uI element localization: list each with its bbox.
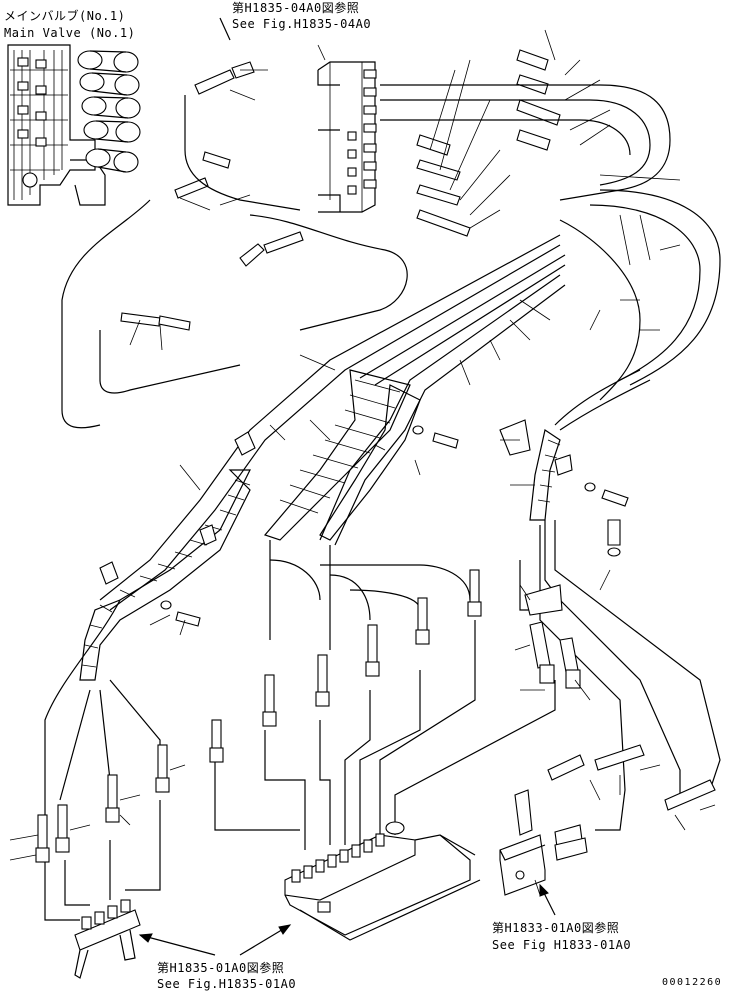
bottom-right-figure-ref-jp[interactable]: 第H1833-01A0図参照 bbox=[492, 921, 620, 935]
main-valve-label-jp: メインバルブ(No.1) bbox=[4, 9, 126, 23]
main-valve-block bbox=[7, 44, 141, 206]
top-figure-ref-jp[interactable]: 第H1835-04A0図参照 bbox=[232, 1, 360, 15]
top-right-fittings bbox=[416, 49, 561, 237]
top-manifold-bracket bbox=[317, 61, 377, 213]
bottom-bracket-assembly bbox=[284, 821, 481, 941]
upper-fittings bbox=[120, 61, 304, 331]
bracket-fittings-row bbox=[291, 833, 385, 883]
bottom-right-figure-ref-en[interactable]: See Fig H1833-01A0 bbox=[492, 938, 632, 952]
hose-end-fittings bbox=[35, 569, 716, 863]
drawing-number: 00012260 bbox=[662, 977, 723, 988]
solenoid-spools bbox=[77, 50, 141, 173]
clamps-and-bolts bbox=[99, 419, 629, 627]
reference-arrows bbox=[138, 17, 556, 956]
bottom-left-figure-ref-en[interactable]: See Fig.H1835-01A0 bbox=[157, 977, 297, 991]
main-valve-label-en: Main Valve (No.1) bbox=[4, 26, 136, 40]
hose-routing bbox=[44, 84, 721, 921]
bottom-right-valve-block bbox=[499, 789, 588, 896]
top-figure-ref-en[interactable]: See Fig.H1835-04A0 bbox=[232, 17, 372, 31]
bottom-left-figure-ref-jp[interactable]: 第H1835-01A0図参照 bbox=[157, 961, 285, 975]
bottom-left-bracket bbox=[74, 899, 141, 979]
leader-lines bbox=[9, 29, 716, 896]
